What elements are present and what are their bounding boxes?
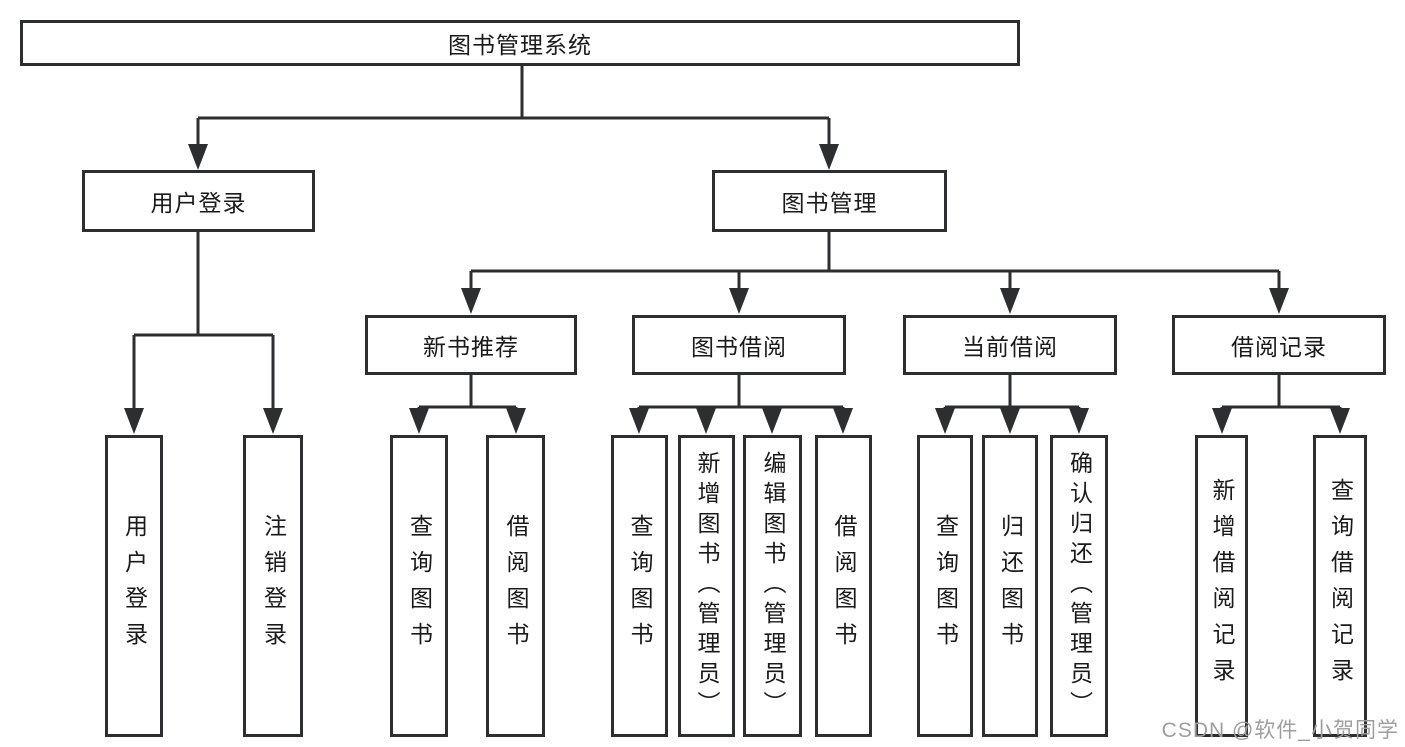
node-label: 查询借阅记录 (1327, 478, 1354, 694)
node-label: 归还图书 (997, 514, 1024, 658)
node-label: 确认归还（管理员） (1066, 451, 1093, 721)
leaf-recommend-query-books: 查询图书 (390, 435, 448, 737)
leaf-confirm-return-admin: 确认归还（管理员） (1050, 435, 1108, 737)
node-borrow-records: 借阅记录 (1172, 315, 1386, 375)
leaf-return-books: 归还图书 (982, 435, 1038, 737)
node-current-borrow: 当前借阅 (903, 315, 1117, 375)
node-book-management: 图书管理 (712, 170, 947, 232)
node-label: 借阅图书 (831, 514, 857, 658)
node-label: 新增借阅记录 (1209, 478, 1235, 694)
arrowheads (124, 144, 1350, 434)
leaf-user-login: 用户登录 (105, 435, 163, 737)
leaf-current-query-books: 查询图书 (917, 435, 973, 737)
node-user-login: 用户登录 (82, 170, 315, 232)
leaf-logout: 注销登录 (243, 435, 303, 737)
node-label: 查询图书 (627, 514, 653, 658)
node-label: 图书管理系统 (448, 32, 592, 58)
node-label: 借阅记录 (1231, 334, 1327, 360)
node-book-borrow: 图书借阅 (632, 315, 846, 375)
node-label: 图书借阅 (691, 334, 787, 360)
node-label: 借阅图书 (503, 514, 529, 658)
node-label: 编辑图书（管理员） (760, 451, 786, 721)
leaf-add-books-admin: 新增图书（管理员） (678, 435, 735, 737)
node-label: 当前借阅 (962, 334, 1058, 360)
node-label: 用户登录 (121, 514, 148, 658)
node-new-book-recommend: 新书推荐 (365, 315, 577, 375)
leaf-borrow-books: 借阅图书 (815, 435, 872, 737)
node-label: 图书管理 (781, 190, 878, 216)
node-root-system: 图书管理系统 (20, 20, 1020, 66)
leaf-edit-books-admin: 编辑图书（管理员） (743, 435, 802, 737)
node-label: 注销登录 (260, 514, 287, 658)
node-label: 查询图书 (406, 514, 433, 658)
node-label: 查询图书 (932, 514, 959, 658)
leaf-recommend-borrow-books: 借阅图书 (486, 435, 545, 737)
node-label: 新增图书（管理员） (694, 451, 720, 721)
leaf-query-borrow-record: 查询借阅记录 (1313, 435, 1367, 737)
leaf-borrow-query-books: 查询图书 (611, 435, 668, 737)
leaf-add-borrow-record: 新增借阅记录 (1195, 435, 1248, 737)
node-label: 用户登录 (150, 190, 247, 216)
node-label: 新书推荐 (423, 334, 519, 360)
